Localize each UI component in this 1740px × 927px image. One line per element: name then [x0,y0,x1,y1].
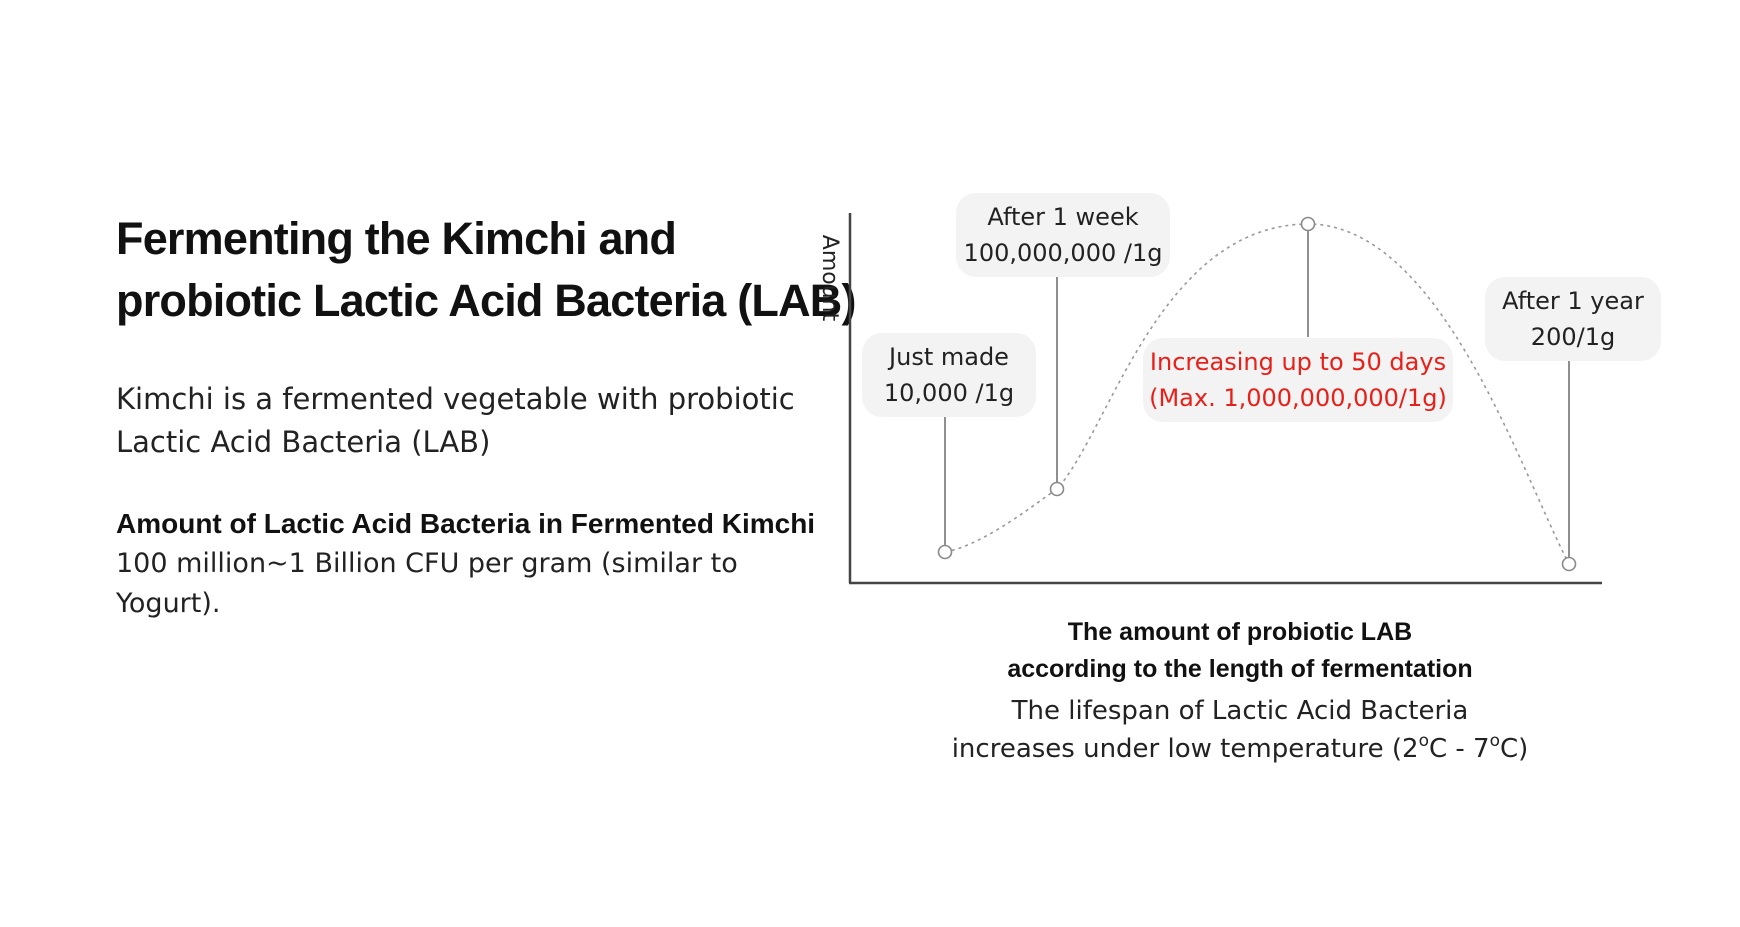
point-label-2-line-1: After 1 week [987,203,1138,231]
point-label-3-line-1: Increasing up to 50 days [1150,348,1446,376]
point-label-box-1 [862,333,1036,417]
amount-heading: Amount of Lactic Acid Bacteria in Fermen… [116,508,816,539]
amount-curve [944,223,1570,565]
point-label-box-2 [956,193,1170,277]
caption-line-1: The lifespan of Lactic Acid Bacteria [1011,696,1469,726]
amount-line-2: Yogurt). [116,588,221,619]
point-label-3-line-2: (Max. 1,000,000,000/1g) [1149,384,1447,412]
caption-line-2-start: increases under low temperature (2 [951,734,1419,764]
title-line-1: Fermenting the Kimchi and [116,213,677,264]
point-label-4-line-2: 200/1g [1531,323,1615,351]
intro-line-1: Kimchi is a fermented vegetable with pro… [116,382,795,416]
point-label-box-4 [1485,277,1661,361]
point-label-1-line-2: 10,000 /1g [884,379,1014,407]
chart-caption: The amount of probiotic LAB according to… [900,614,1580,768]
data-point-4 [1561,556,1577,572]
page-title: Fermenting the Kimchi and probiotic Lact… [116,208,856,332]
title-line-2: probiotic Lactic Acid Bacteria (LAB) [116,275,856,326]
point-label-box-3 [1143,338,1453,422]
intro-text: Kimchi is a fermented vegetable with pro… [116,378,816,464]
data-point-2 [1049,481,1065,497]
caption-line-2-end: C) [1499,734,1529,764]
point-label-4-line-1: After 1 year [1502,287,1644,315]
caption-line-2: increases under low temperature (2oC - 7… [900,730,1580,768]
degree-sup-1: o [1418,731,1429,751]
degree-sup-2: o [1489,731,1500,751]
point-label-1-line-1: Just made [887,343,1009,371]
y-axis-label: Amount [817,235,842,322]
caption-bold-line-1: The amount of probiotic LAB [1067,618,1413,646]
data-point-1 [937,544,953,560]
caption-bold-line-2: according to the length of fermentation [1007,655,1473,683]
point-label-2-line-2: 100,000,000 /1g [964,239,1163,267]
data-point-3 [1300,216,1316,232]
intro-line-2: Lactic Acid Bacteria (LAB) [116,425,491,459]
caption-line-2-mid: C - 7 [1428,734,1490,764]
amount-line-1: 100 million~1 Billion CFU per gram (simi… [116,548,738,579]
amount-text: 100 million~1 Billion CFU per gram (simi… [116,544,816,624]
